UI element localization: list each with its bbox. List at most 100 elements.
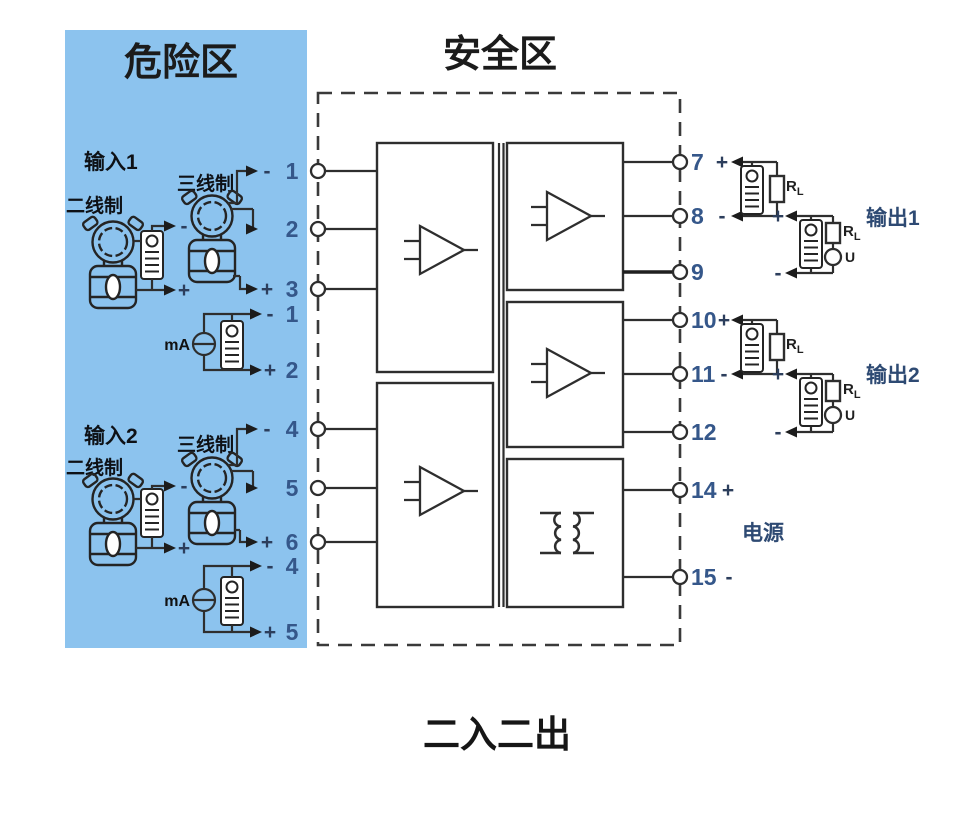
output2-label: 输出2 [866,363,920,387]
hazardous-zone-title: 危险区 [124,41,238,84]
input2-three-wire-label: 三线制 [177,433,234,456]
load2-wiring [797,214,835,275]
terminal14-sign: + [722,479,734,502]
terminal-number: 5 [286,475,299,501]
terminal10-sign: + [718,309,730,332]
terminal4-sign: - [264,418,271,441]
ma-wiring [202,312,250,372]
terminal-number: 1 [286,158,299,184]
input2-ma-source: mA - + 4 5 [164,553,298,645]
terminal-number: 4 [286,416,299,442]
load2-plus: + [772,363,784,386]
terminal-number: 11 [691,361,716,387]
input1-block [375,141,495,374]
indicator-icon [740,323,764,373]
two-wire-wiring [134,484,164,550]
safe-zone-title: 安全区 [443,33,557,76]
indicator-icon [799,219,823,269]
power-block [505,457,625,609]
terminal-number: 9 [691,259,704,285]
terminal-number: 1 [286,301,299,327]
input1-three-wire-label: 三线制 [177,172,234,195]
indicator-icon [799,377,823,427]
input2-two-wire-label: 二线制 [66,456,123,479]
ma-minus: - [267,555,274,578]
rl-label: RL [843,381,861,401]
safe-zone-boundary [316,91,682,647]
indicator-icon [220,576,244,626]
output1-group: 7 8 9 + - RL + - RL U 输出1 [691,149,920,285]
load1-wiring [743,318,779,376]
ma-plus: + [264,359,276,382]
terminal-number: 2 [286,357,299,383]
u-label: U [845,407,855,423]
two-wire-wiring [134,224,164,292]
output2-block [505,300,625,449]
terminal-number: 6 [286,529,299,555]
terminal-number: 15 [691,564,717,590]
ma-label: mA [164,337,190,354]
terminal-number: 14 [691,477,717,503]
load2-wiring [797,372,835,434]
terminal15-sign: - [726,566,733,589]
terminal-number: 5 [286,619,299,645]
u-label: U [845,249,855,265]
ma-wiring [202,564,250,634]
rl-label: RL [786,336,804,356]
output1-label: 输出1 [866,206,920,230]
load2-plus: + [772,205,784,228]
load2-minus: - [775,421,782,444]
isolation-divider [497,143,505,607]
rl-label: RL [786,178,804,198]
input2-group: 输入2 三线制 二线制 - + - + 4 5 6 mA - + 4 [66,416,299,645]
terminal6-sign: + [261,531,273,554]
terminal-posts [309,153,689,586]
voltage-source-icon [823,405,843,425]
indicator-icon [740,165,764,215]
load-resistor [768,332,786,362]
diagram-caption: 二入二出 [423,714,571,755]
arrow-icon [785,210,797,222]
terminal-number: 12 [691,419,717,445]
terminal3-sign: + [261,278,273,301]
power-group: 14 + 15 - 电源 [691,477,784,590]
terminal-number: 8 [691,203,704,229]
output2-group: 10 11 12 + - RL + - RL U 输出2 [691,307,920,445]
terminal7-sign: + [716,151,728,174]
input2-block [375,381,495,609]
output1-block [505,141,625,292]
right-terminal-wires [623,160,673,579]
terminal11-sign: - [721,363,728,386]
load-resistor [824,379,842,403]
terminal1-sign: - [264,160,271,183]
two-wire-minus: - [181,475,188,498]
arrow-icon [785,267,797,279]
load2-minus: - [775,262,782,285]
ma-plus: + [264,621,276,644]
load-resistor [824,221,842,245]
two-wire-plus: + [178,279,190,302]
load-resistor [768,174,786,204]
load1-wiring [743,160,779,218]
input1-two-wire-label: 二线制 [66,194,123,217]
input1-label: 输入1 [84,150,138,174]
two-wire-minus: - [181,215,188,238]
terminal-number: 3 [286,276,299,302]
terminal-number: 4 [286,553,299,579]
terminal-number: 7 [691,149,704,175]
voltage-source-icon [823,247,843,267]
terminal-number: 2 [286,216,299,242]
input1-ma-source: mA - + 1 2 [164,301,298,383]
input2-label: 输入2 [84,424,138,448]
left-terminal-wires [325,169,377,544]
arrow-icon [785,368,797,380]
arrow-icon [785,426,797,438]
terminal8-sign: - [719,205,726,228]
terminal-number: 10 [691,307,717,333]
indicator-icon [140,488,164,538]
indicator-icon [220,320,244,370]
two-wire-plus: + [178,537,190,560]
rl-label: RL [843,223,861,243]
